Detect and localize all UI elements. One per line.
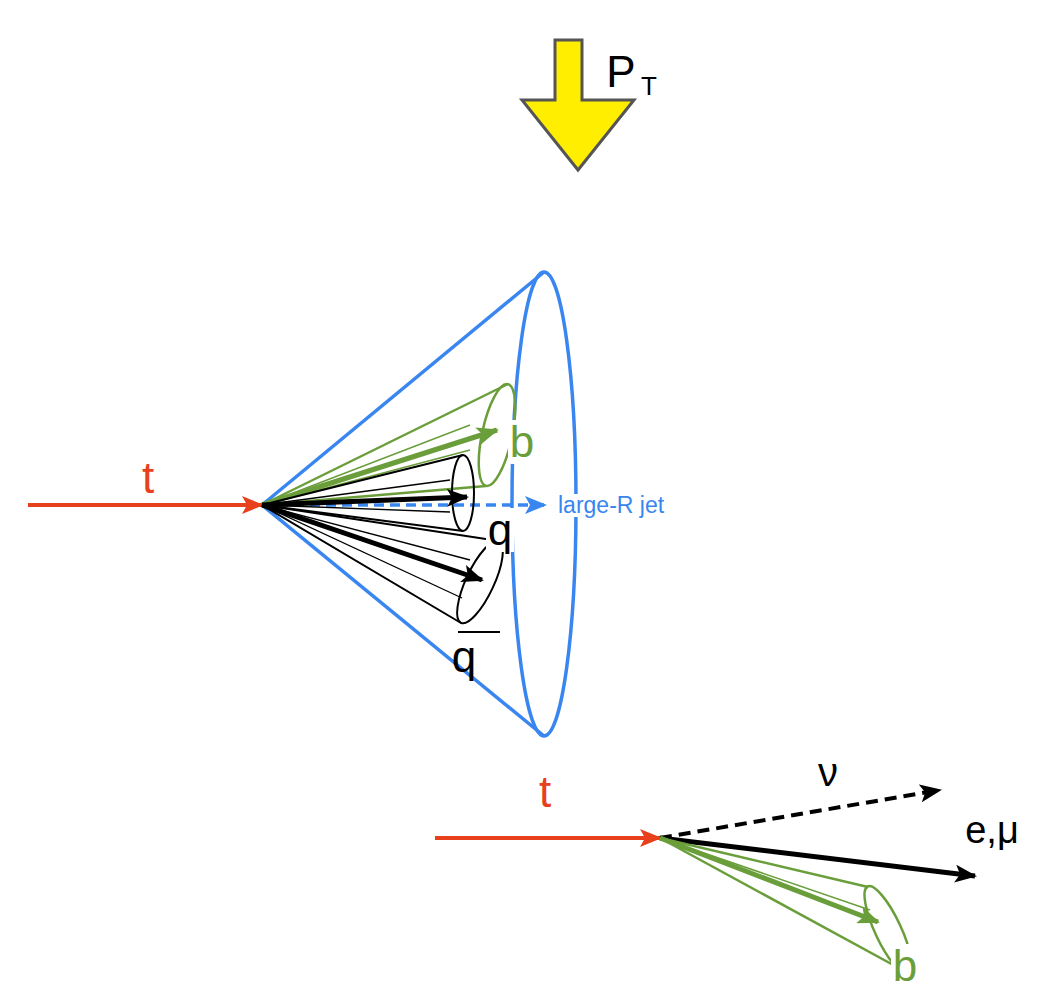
particle-label: ν	[818, 752, 838, 792]
particle-label: t	[539, 770, 551, 814]
particle-label: b	[508, 420, 536, 464]
particle-label: b	[891, 944, 919, 988]
jet-label: large-R jet	[556, 494, 666, 517]
momentum-symbol: P	[606, 50, 635, 94]
particle-label: e,μ	[965, 811, 1019, 849]
b-subjet-cone	[262, 381, 522, 505]
q-arrow	[262, 497, 467, 505]
b-jet-cone	[660, 838, 920, 979]
b-arrow	[660, 838, 878, 922]
particle-label: t	[142, 456, 154, 500]
top-quark-arrow	[28, 503, 262, 507]
large-r-jet-cone	[262, 272, 576, 736]
particle-label: q	[486, 508, 514, 552]
b-arrow	[262, 430, 497, 505]
q-arrow	[262, 505, 482, 580]
particle-label: q	[452, 635, 476, 679]
q-subjet-cones	[262, 455, 512, 632]
neutrino-arrow	[660, 790, 940, 838]
top-quark-arrow	[435, 836, 660, 840]
momentum-subscript: T	[641, 73, 657, 99]
